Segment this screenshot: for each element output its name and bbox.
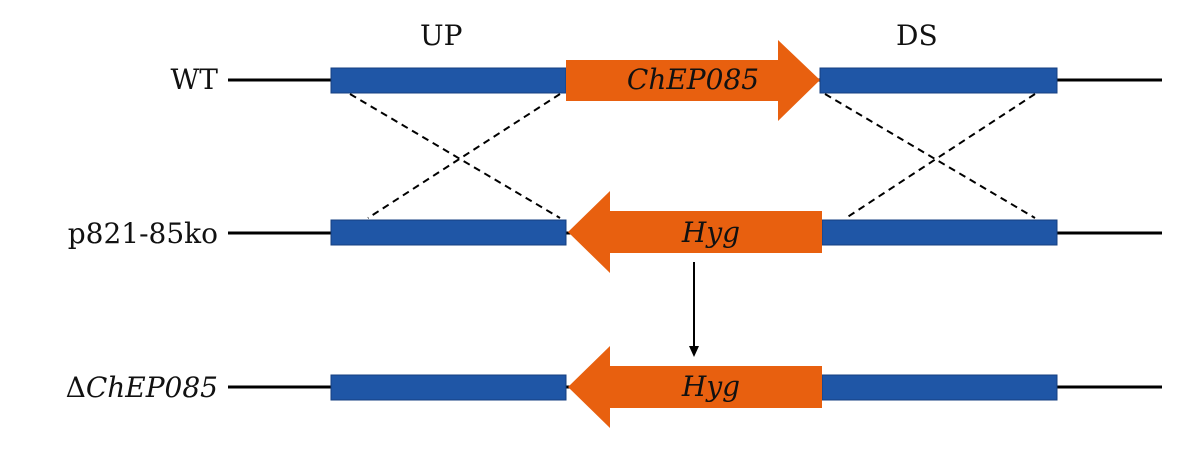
up-crossover-line-2 [367,93,561,219]
delta-arrow-label: Hyg [681,370,741,403]
wt-ds-flank [819,67,1058,94]
transition-arrow-head [689,346,699,357]
delta-symbol: Δ [65,371,86,404]
wt-arrow-label: ChEP085 [626,63,760,96]
ds-crossover-line-2 [845,93,1036,219]
ds-crossover-line-1 [824,93,1036,219]
crossover-lines [349,93,1036,219]
wt-chep085-arrow [566,40,820,121]
row-label-wt: WT [170,63,218,96]
transition-arrow [689,262,699,357]
delta-hyg-arrow [568,346,822,428]
delta-up-flank [330,374,567,401]
delta-ds-flank [821,374,1058,401]
up-region-label: UP [420,19,463,52]
p821-arrow-label: Hyg [681,216,741,249]
wt-up-flank [330,67,567,94]
p821-hyg-arrow [568,191,822,273]
row-delta-chep085 [228,346,1162,428]
row-wt [228,40,1162,121]
row-label-delta: ΔChEP085 [66,374,218,402]
row-label-p821-85ko: p821-85ko [67,217,218,250]
ds-region-label: DS [896,19,938,52]
p821-up-flank [330,219,567,246]
up-crossover-line-1 [349,93,561,219]
row-p821-85ko [228,191,1162,273]
row-label-delta-gene: ChEP085 [85,371,218,404]
p821-ds-flank [821,219,1058,246]
